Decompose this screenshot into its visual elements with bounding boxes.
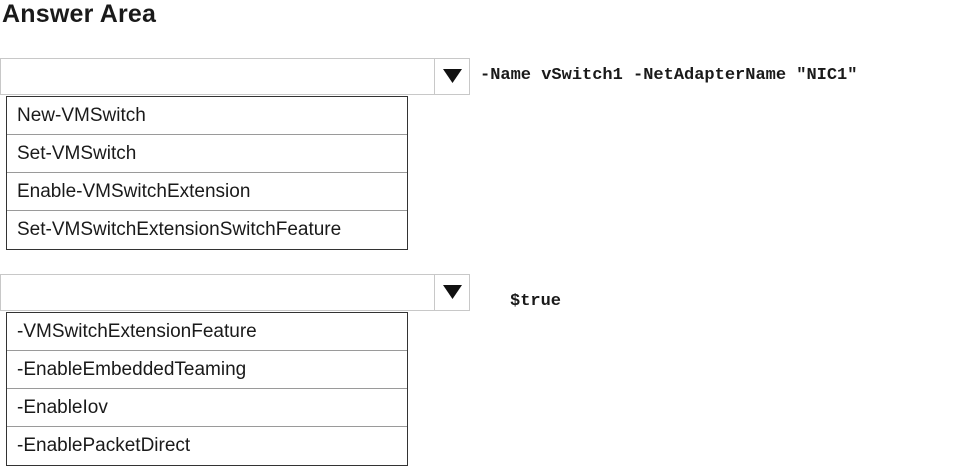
option-enablepacketdirect[interactable]: -EnablePacketDirect (17, 435, 191, 456)
option-enableembeddedteaming[interactable]: -EnableEmbeddedTeaming (7, 351, 407, 389)
triangle-down-icon (443, 285, 462, 299)
parameter-dropdown-value[interactable] (1, 275, 434, 310)
cmdlet-dropdown-toggle[interactable] (434, 59, 469, 94)
cmdlet-options-list: New-VMSwitch Set-VMSwitch Enable-VMSwitc… (6, 96, 408, 250)
option-set-vmswitchextensionswitchfeature[interactable]: Set-VMSwitchExtensionSwitchFeature (17, 219, 342, 240)
cmdlet-dropdown-value[interactable] (1, 59, 434, 94)
answer-area-title: Answer Area (2, 0, 157, 28)
option-new-vmswitch[interactable]: New-VMSwitch (7, 97, 407, 135)
triangle-down-icon (443, 69, 462, 83)
option-enableiov[interactable]: -EnableIov (7, 389, 407, 427)
parameter-dropdown-toggle[interactable] (434, 275, 469, 310)
parameter-dropdown[interactable] (0, 274, 470, 311)
option-vmswitchextensionfeature[interactable]: -VMSwitchExtensionFeature (7, 313, 407, 351)
option-enable-vmswitchextension[interactable]: Enable-VMSwitchExtension (7, 173, 407, 211)
cmdlet-parameters-code: -Name vSwitch1 -NetAdapterName "NIC1" (480, 66, 858, 85)
cmdlet-dropdown[interactable] (0, 58, 470, 95)
parameter-options-list: -VMSwitchExtensionFeature -EnableEmbedde… (6, 312, 408, 466)
parameter-value-code: $true (510, 292, 562, 311)
option-set-vmswitch[interactable]: Set-VMSwitch (7, 135, 407, 173)
